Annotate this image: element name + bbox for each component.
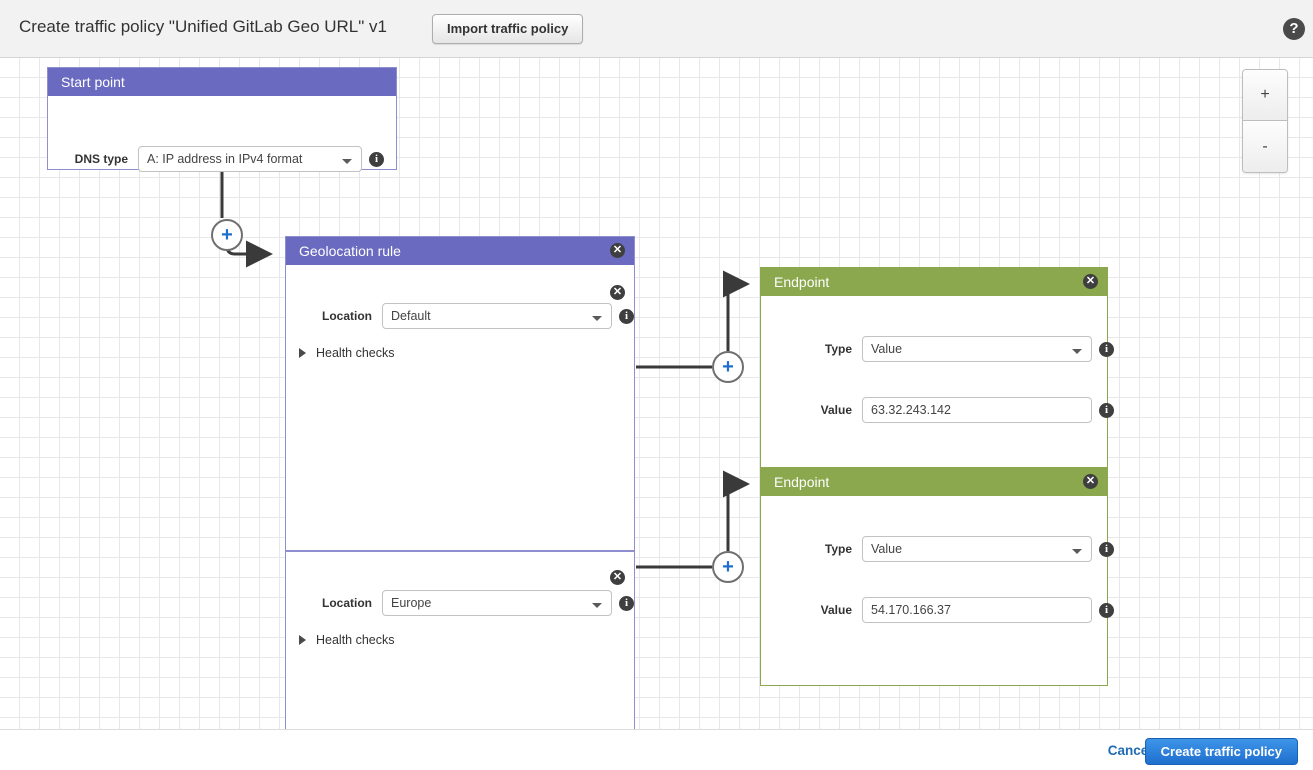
connector-lines (211, 169, 750, 583)
create-traffic-policy-button[interactable]: Create traffic policy (1144, 738, 1298, 765)
dns-type-info-icon[interactable]: i (369, 151, 384, 167)
geo-location-1-health-checks-toggle[interactable]: Health checks (299, 346, 395, 360)
geo-location-2-label: Location (322, 596, 372, 610)
endpoint-1-body: Type Value i Value 63.32.243.142 i (761, 296, 1114, 486)
dns-type-select[interactable]: A: IP address in IPv4 format (138, 146, 362, 172)
geo-location-section-1: ✕ Location Default i Health checks (286, 265, 634, 465)
endpoint-2-type-row: Type Value i (806, 536, 1114, 562)
zoom-in-button[interactable]: + (1243, 70, 1287, 121)
geo-location-1-close-icon[interactable]: ✕ (610, 285, 625, 300)
endpoint-card-1[interactable]: Endpoint ✕ Type Value i Value 63.32.243.… (760, 267, 1114, 486)
endpoint-2-value-row: Value 54.170.166.37 i (806, 597, 1114, 623)
geo-section-divider (286, 550, 634, 552)
policy-canvas[interactable]: + + + Start point DNS type A: IP address… (0, 58, 1313, 729)
geolocation-rule-header: Geolocation rule ✕ (286, 237, 634, 265)
geo-location-1-info-icon[interactable]: i (619, 308, 634, 324)
canvas-zoom-controls: + - (1242, 69, 1288, 173)
endpoint-1-header: Endpoint ✕ (761, 268, 1107, 296)
dns-type-label: DNS type (74, 152, 128, 166)
endpoint-2-value-input[interactable]: 54.170.166.37 (862, 597, 1092, 623)
endpoint-2-type-label: Type (824, 542, 852, 556)
import-traffic-policy-button[interactable]: Import traffic policy (432, 14, 584, 44)
page-title: Create traffic policy "Unified GitLab Ge… (19, 17, 387, 36)
zoom-out-button[interactable]: - (1243, 121, 1287, 172)
geo-location-2-select[interactable]: Europe (382, 590, 612, 616)
cancel-button[interactable]: Cancel (1107, 743, 1152, 758)
endpoint-2-body: Type Value i Value 54.170.166.37 i (761, 496, 1114, 686)
start-point-header: Start point (48, 68, 396, 96)
geolocation-rule-card[interactable]: Geolocation rule ✕ ✕ Location Default i … (285, 236, 635, 729)
geo-location-1-select[interactable]: Default (382, 303, 612, 329)
dns-type-row: DNS type A: IP address in IPv4 format i (70, 146, 384, 172)
start-point-title: Start point (61, 74, 125, 90)
endpoint-2-header: Endpoint ✕ (761, 468, 1107, 496)
endpoint-1-close-icon[interactable]: ✕ (1083, 274, 1098, 289)
geo-location-2-close-icon[interactable]: ✕ (610, 570, 625, 585)
geolocation-rule-body: ✕ Location Default i Health checks ✕ Loc… (286, 265, 634, 729)
geo-location-2-row: Location Europe i (310, 590, 634, 616)
endpoint-1-value-info-icon[interactable]: i (1099, 402, 1114, 418)
endpoint-1-title: Endpoint (774, 274, 830, 290)
geolocation-rule-close-icon[interactable]: ✕ (610, 243, 625, 258)
top-bar: Create traffic policy "Unified GitLab Ge… (0, 0, 1313, 58)
geolocation-rule-title: Geolocation rule (299, 243, 401, 259)
geo-location-2-info-icon[interactable]: i (619, 595, 634, 611)
help-icon[interactable]: ? (1283, 18, 1305, 40)
add-node-endpoint-2[interactable]: + (722, 556, 734, 578)
endpoint-1-type-label: Type (824, 342, 852, 356)
start-point-body: DNS type A: IP address in IPv4 format i (48, 96, 396, 172)
add-node-endpoint-1[interactable]: + (722, 356, 734, 378)
chevron-right-icon (299, 635, 306, 645)
footer-bar: Cancel Create traffic policy (0, 729, 1313, 770)
endpoint-2-title: Endpoint (774, 474, 830, 490)
endpoint-2-close-icon[interactable]: ✕ (1083, 474, 1098, 489)
endpoint-1-value-row: Value 63.32.243.142 i (806, 397, 1114, 423)
endpoint-card-2[interactable]: Endpoint ✕ Type Value i Value 54.170.166… (760, 467, 1114, 686)
geo-location-1-row: Location Default i (310, 303, 634, 329)
add-node-start[interactable]: + (221, 224, 233, 246)
endpoint-1-value-label: Value (820, 403, 852, 417)
chevron-right-icon (299, 348, 306, 358)
endpoint-1-value-input[interactable]: 63.32.243.142 (862, 397, 1092, 423)
geo-location-2-health-checks-toggle[interactable]: Health checks (299, 633, 395, 647)
endpoint-1-type-row: Type Value i (806, 336, 1114, 362)
geo-location-section-2: ✕ Location Europe i Health checks (286, 552, 634, 729)
geo-location-1-health-checks-label: Health checks (316, 346, 395, 360)
geo-location-1-label: Location (322, 309, 372, 323)
start-point-card[interactable]: Start point DNS type A: IP address in IP… (47, 67, 397, 172)
endpoint-2-type-select[interactable]: Value (862, 536, 1092, 562)
endpoint-1-type-info-icon[interactable]: i (1099, 341, 1114, 357)
geo-location-2-health-checks-label: Health checks (316, 633, 395, 647)
endpoint-2-value-info-icon[interactable]: i (1099, 602, 1114, 618)
endpoint-1-type-select[interactable]: Value (862, 336, 1092, 362)
endpoint-2-type-info-icon[interactable]: i (1099, 541, 1114, 557)
endpoint-2-value-label: Value (820, 603, 852, 617)
